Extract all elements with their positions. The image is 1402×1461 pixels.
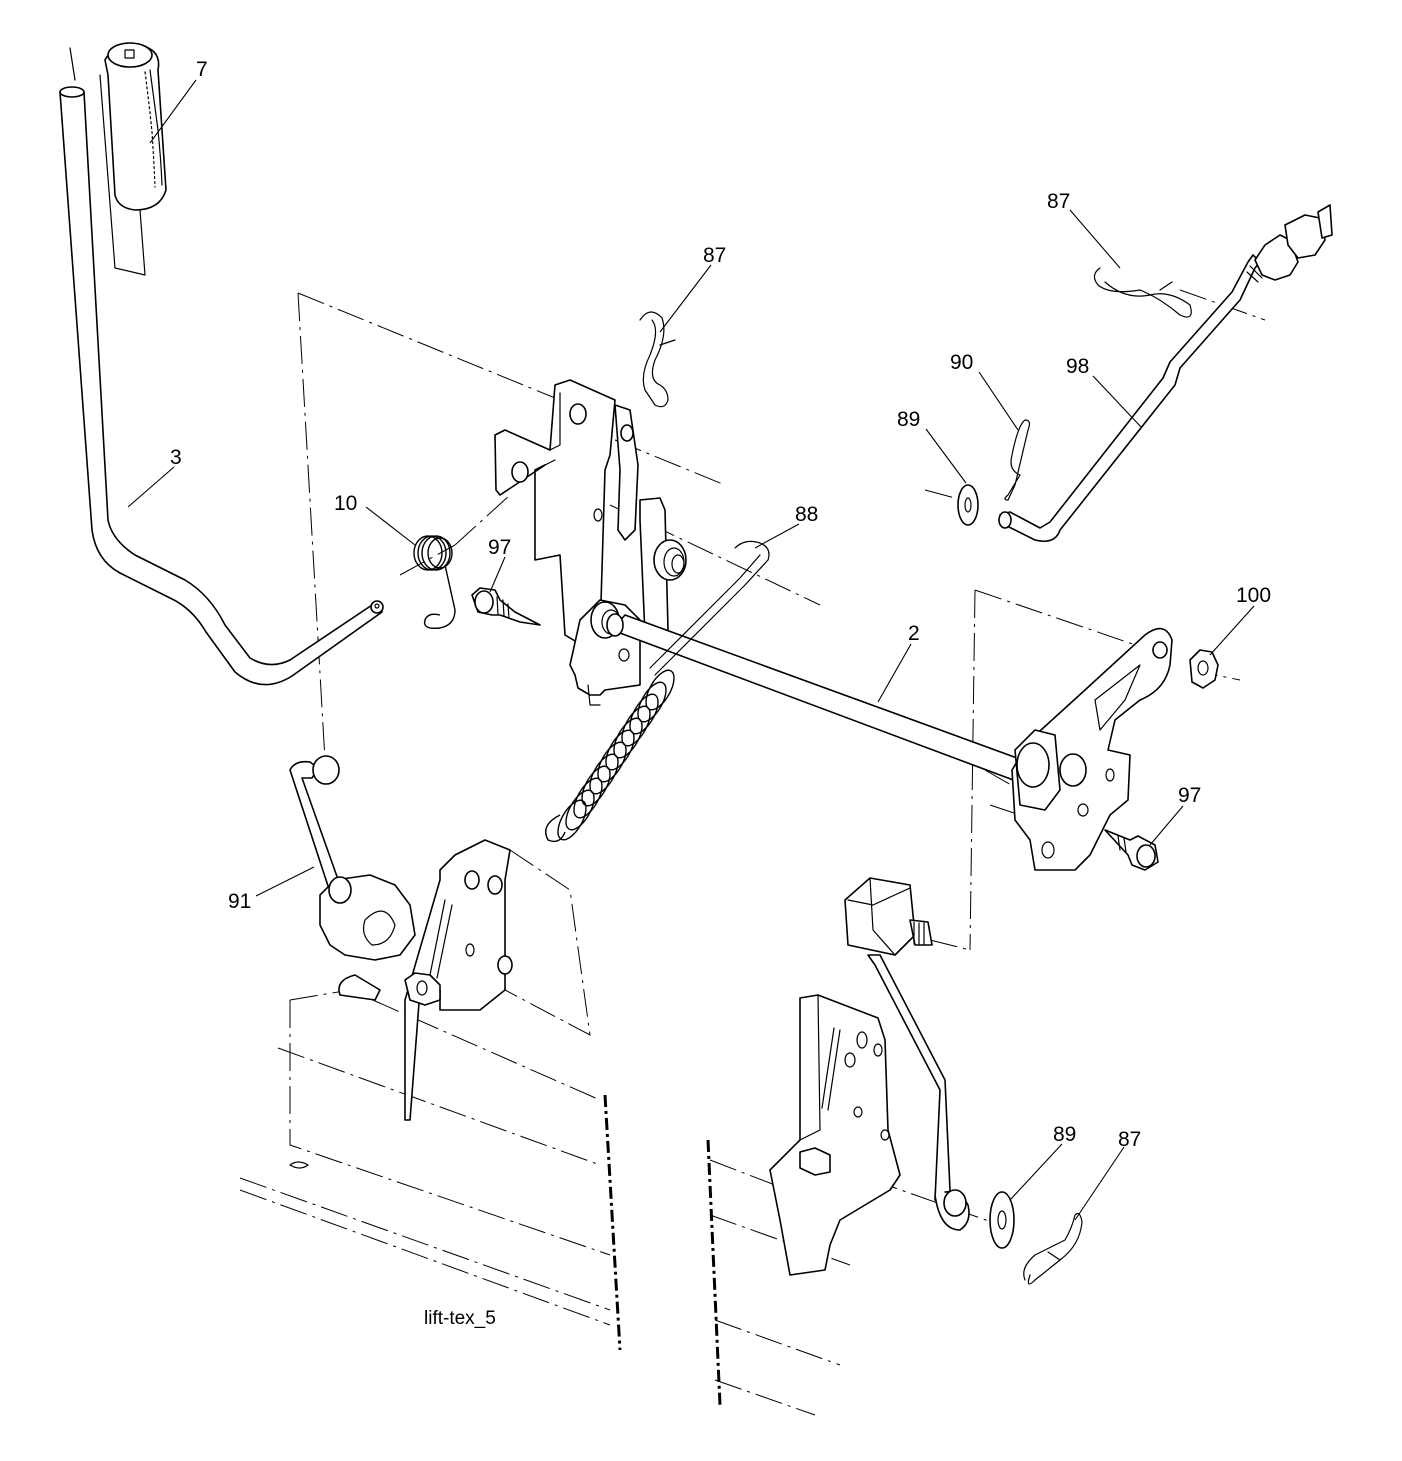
callout-7: 7 [196, 58, 208, 81]
callout-98: 98 [1066, 355, 1089, 378]
lift-lever [59, 86, 384, 686]
washer-lower [989, 1191, 1015, 1249]
callout-labels: 7 3 10 97 87 88 2 87 90 98 89 100 97 91 … [170, 58, 1271, 1151]
diagram-caption: lift-tex_5 [424, 1308, 496, 1329]
bolt-lower [1104, 829, 1159, 871]
callout-88: 88 [795, 503, 818, 526]
callout-3: 3 [170, 446, 182, 469]
torsion-spring [413, 535, 456, 630]
leader-lines [127, 79, 1255, 1221]
callout-90: 90 [950, 351, 973, 374]
right-deck-bracket [769, 994, 901, 1276]
lift-shaft [606, 613, 1051, 791]
deck-outline-left [239, 989, 622, 1351]
callout-2: 2 [908, 622, 920, 645]
right-arm-bracket [1011, 627, 1173, 871]
left-link-rod [289, 755, 341, 893]
callout-89-lower: 89 [1053, 1123, 1076, 1146]
callout-87-upper: 87 [703, 244, 726, 267]
callout-97-lower: 97 [1178, 784, 1201, 807]
left-deck-bracket [319, 839, 591, 1121]
spring-coils [557, 669, 675, 841]
callout-100: 100 [1236, 584, 1271, 607]
main-bracket [494, 379, 687, 706]
adjustment-rod [998, 204, 1333, 543]
bolt-upper [471, 587, 541, 626]
handle-grip [69, 42, 167, 276]
right-deck-link [844, 877, 970, 1231]
hair-pin-clip-upper [639, 311, 676, 408]
callout-91: 91 [228, 890, 251, 913]
hex-nut [1189, 649, 1219, 689]
callout-89-upper: 89 [897, 408, 920, 431]
hair-pin-clip-right [1093, 267, 1192, 318]
washer-upper [957, 484, 979, 526]
callout-87-lower: 87 [1118, 1128, 1141, 1151]
cotter-pin-small [1004, 419, 1031, 501]
callout-97-upper: 97 [488, 536, 511, 559]
extension-spring [545, 540, 770, 843]
callout-10: 10 [334, 492, 357, 515]
hair-pin-clip-lower [1023, 1212, 1083, 1285]
callout-87-right: 87 [1047, 190, 1070, 213]
